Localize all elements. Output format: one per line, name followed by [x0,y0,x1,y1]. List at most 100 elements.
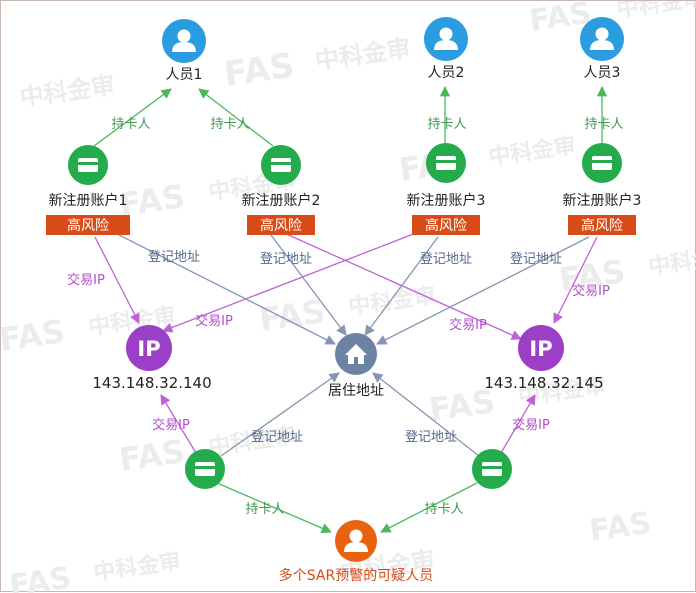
home-icon [345,344,367,364]
node-label: 新注册账户3 [563,192,642,209]
edge-transaction-ip [94,236,140,324]
node-ip-left[interactable]: IP 143.148.32.140 [92,325,212,392]
node-card-right[interactable] [472,449,512,489]
ip-icon: IP [137,337,160,361]
card-icon [78,158,98,172]
edge-label: 交易IP [449,317,487,333]
edge-cardholder [198,88,274,147]
svg-text:中科金审: 中科金审 [647,242,696,280]
edge-label: 登记地址 [148,250,200,265]
node-home[interactable]: 居住地址 [328,333,384,399]
edge-label: 交易IP [512,417,550,433]
node-label: 新注册账户1 [49,192,128,209]
card-icon [271,158,291,172]
node-label: 多个SAR预警的可疑人员 [279,567,433,584]
card-icon [436,156,456,170]
svg-text:FAS: FAS [117,432,188,479]
person-icon [434,27,458,50]
edge-label: 持卡人 [584,117,623,132]
node-label: 人员1 [166,67,203,83]
node-label: 居住地址 [328,383,384,399]
watermark: FAS 中科金审 [7,548,183,593]
edge-cardholder [93,88,172,147]
edge-label: 交易IP [152,417,190,433]
node-account-1[interactable]: 新注册账户1 高风险 [46,145,130,235]
node-card-left[interactable] [185,449,225,489]
risk-badge [412,215,480,235]
edge-label: 持卡人 [210,117,249,132]
edge-label: 持卡人 [427,117,466,132]
edge-registered-address [364,236,439,336]
svg-text:FAS: FAS [7,561,73,593]
edge-transaction-ip [160,394,197,454]
edge-cardholder [380,482,478,533]
edge-registered-address [118,234,336,345]
watermark: FAS 中科金审 [222,34,413,95]
node-person-2[interactable]: 人员2 [424,17,468,81]
edge-label: 交易IP [67,272,105,288]
svg-text:中科金审: 中科金审 [313,34,412,75]
node-person-3[interactable]: 人员3 [580,17,624,81]
edge-registered-address [376,236,590,345]
risk-badge-text: 高风险 [425,217,467,234]
edge-label: 交易IP [572,283,610,299]
svg-text:中科金审: 中科金审 [347,282,438,320]
edge-label: 持卡人 [111,117,150,132]
node-label: 人员3 [584,65,621,81]
svg-text:FAS: FAS [427,382,498,429]
node-label: 新注册账户2 [242,192,321,209]
watermark: FAS [587,506,653,549]
edge-label: 交易IP [195,313,233,329]
svg-text:FAS: FAS [587,506,653,549]
svg-text:中科金审: 中科金审 [615,1,696,23]
node-suspect[interactable]: 多个SAR预警的可疑人员 [279,520,433,584]
node-label: 143.148.32.145 [484,374,603,392]
node-ip-right[interactable]: IP 143.148.32.145 [484,325,604,392]
watermark: FAS 中科金审 [397,132,578,188]
card-icon [482,462,502,476]
risk-badge-text: 高风险 [581,217,623,234]
edge-registered-address [220,372,340,457]
risk-badge [247,215,315,235]
person-icon [172,29,196,52]
edge-label: 登记地址 [260,252,312,267]
risk-badge [568,215,636,235]
card-icon [195,462,215,476]
svg-text:中科金审: 中科金审 [18,71,117,112]
edge-label: 持卡人 [424,502,463,517]
edge-label: 登记地址 [405,430,457,445]
risk-badge-text: 高风险 [260,217,302,234]
node-account-2[interactable]: 新注册账户2 高风险 [242,145,321,235]
edge-transaction-ip [500,394,536,454]
edge-label: 登记地址 [251,430,303,445]
watermark: 中科金审 [18,71,117,112]
ip-icon: IP [529,337,552,361]
edge-label: 登记地址 [510,252,562,267]
card-icon [592,156,612,170]
risk-badge-text: 高风险 [67,217,109,234]
edge-transaction-ip [162,232,417,333]
node-person-1[interactable]: 人员1 [162,19,206,83]
edge-cardholder [216,482,332,534]
node-account-3b[interactable]: 新注册账户3 高风险 [563,143,642,235]
edge-registered-address [270,234,347,336]
edge-label: 持卡人 [245,502,284,517]
person-icon [590,27,614,50]
edge-registered-address [372,372,480,457]
node-account-3a[interactable]: 新注册账户3 高风险 [407,143,486,235]
person-icon [344,529,368,552]
svg-text:中科金审: 中科金审 [92,548,183,586]
edge-transaction-ip [283,232,522,340]
edge-transaction-ip [553,236,598,324]
svg-text:FAS: FAS [1,312,67,359]
risk-badge [46,215,130,235]
svg-text:FAS: FAS [557,252,628,299]
node-label: 143.148.32.140 [92,374,211,392]
svg-text:中科金审: 中科金审 [487,132,578,170]
edge-layer [93,85,608,534]
svg-text:FAS: FAS [257,292,328,339]
node-label: 人员2 [428,65,465,81]
watermark: FAS 中科金审 [257,282,438,339]
